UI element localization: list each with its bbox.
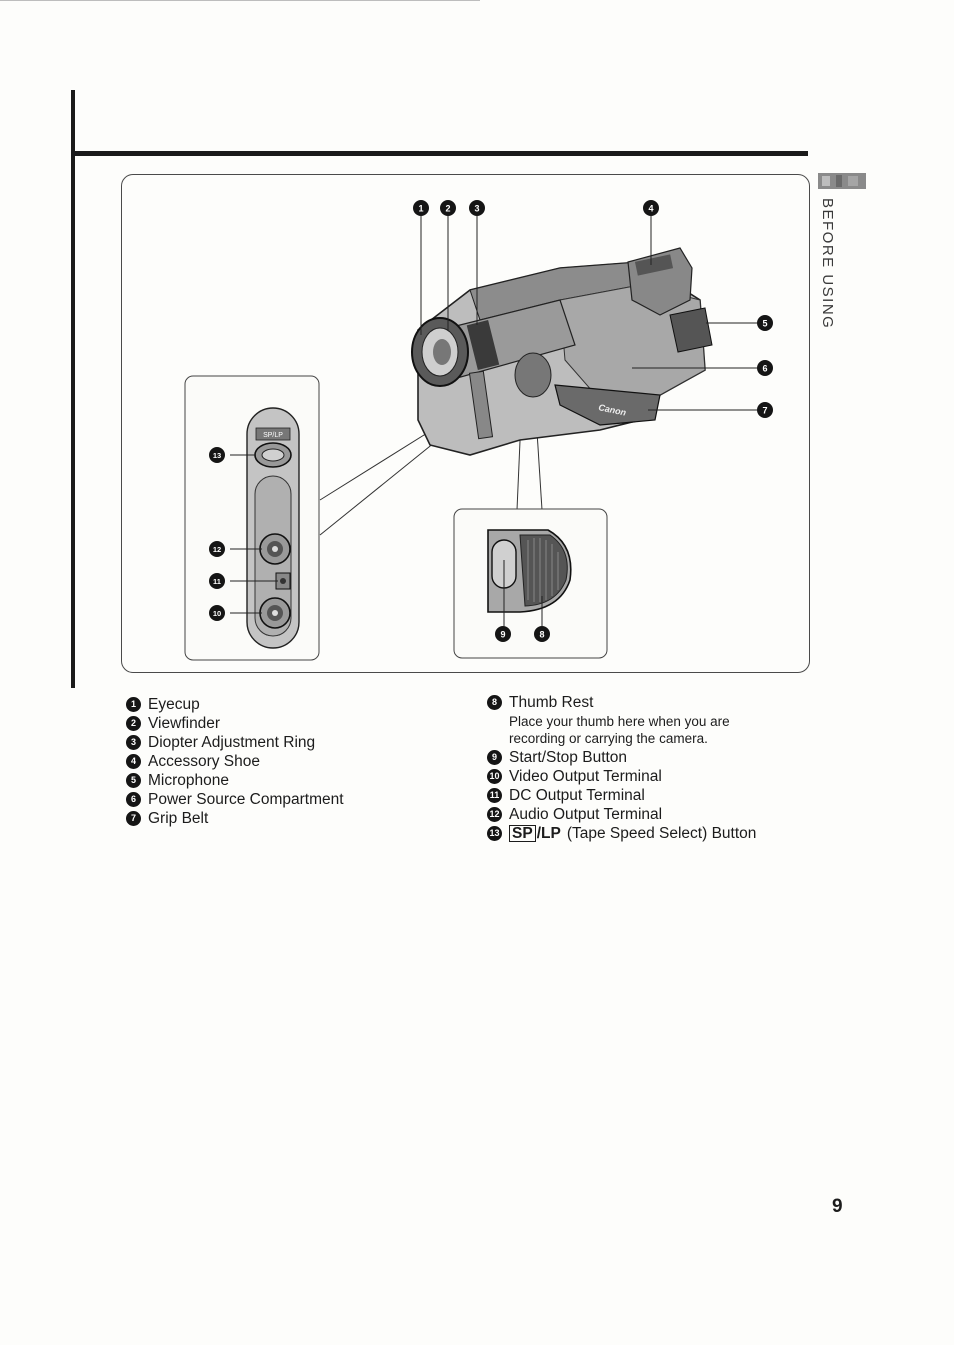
svg-text:1: 1	[418, 204, 423, 214]
diagram-frame	[121, 174, 810, 673]
legend-item-eyecup: 1 Eyecup	[126, 695, 200, 714]
svg-text:12: 12	[213, 545, 221, 554]
marker-7: 7	[757, 402, 773, 418]
marker-9: 9	[495, 626, 511, 642]
legend-label: Viewfinder	[148, 715, 221, 732]
svg-text:13: 13	[213, 451, 221, 460]
legend-item-tape-speed-select: 13 SP /LP (Tape Speed Select) Button	[487, 824, 756, 843]
marker-2: 2	[440, 200, 456, 216]
lp-label: /LP	[536, 825, 561, 842]
legend-item-dc-output: 11 DC Output Terminal	[487, 786, 645, 805]
marker-13: 13	[209, 447, 225, 463]
marker-4: 4	[643, 200, 659, 216]
jack-panel-inset: SP/LP	[184, 375, 320, 661]
svg-text:3: 3	[474, 204, 479, 214]
legend-number: 1	[126, 697, 141, 712]
svg-text:8: 8	[539, 630, 544, 640]
legend-label: Audio Output Terminal	[509, 806, 663, 823]
header-rule	[75, 151, 808, 156]
legend-number: 2	[126, 716, 141, 731]
marker-11: 11	[209, 573, 225, 589]
legend-number: 3	[126, 735, 141, 750]
legend-item-audio-output: 12 Audio Output Terminal	[487, 805, 662, 824]
legend-number: 5	[126, 773, 141, 788]
svg-text:11: 11	[213, 577, 221, 586]
legend-label: Microphone	[148, 772, 229, 789]
svg-text:9: 9	[500, 630, 505, 640]
legend-number: 11	[487, 788, 502, 803]
legend-label: Grip Belt	[148, 810, 209, 827]
marker-3: 3	[469, 200, 485, 216]
marker-12: 12	[209, 541, 225, 557]
top-edge-rule	[0, 0, 480, 1]
left-margin-bar	[71, 90, 75, 688]
legend-label: (Tape Speed Select) Button	[566, 825, 757, 842]
svg-text:5: 5	[762, 319, 767, 329]
sp-label: SP	[509, 825, 536, 842]
camcorder-illustration: Canon	[411, 247, 713, 456]
legend-number: 8	[487, 695, 502, 710]
section-tab-marker	[818, 173, 866, 189]
marker-10: 10	[209, 605, 225, 621]
section-tab-label: BEFORE USING	[819, 198, 836, 330]
legend-label: Thumb Rest	[509, 694, 594, 711]
svg-text:10: 10	[213, 609, 221, 618]
thumb-rest-note: Place your thumb here when you are recor…	[509, 714, 730, 746]
svg-text:6: 6	[762, 364, 767, 374]
legend-number: 6	[126, 792, 141, 807]
legend-number: 4	[126, 754, 141, 769]
svg-text:2: 2	[445, 204, 450, 214]
marker-5: 5	[757, 315, 773, 331]
jack-panel-label: SP/LP	[263, 432, 283, 439]
marker-1: 1	[413, 200, 429, 216]
legend-item-thumb-rest: 8 Thumb Rest	[487, 693, 593, 712]
legend-number: 10	[487, 769, 502, 784]
legend-label: Start/Stop Button	[509, 749, 628, 766]
legend-item-microphone: 5 Microphone	[126, 771, 229, 790]
legend-number: 9	[487, 750, 502, 765]
legend-label: Video Output Terminal	[509, 768, 662, 785]
legend-number: 7	[126, 811, 141, 826]
legend-number: 12	[487, 807, 502, 822]
legend-item-grip-belt: 7 Grip Belt	[126, 809, 208, 828]
legend-item-accessory-shoe: 4 Accessory Shoe	[126, 752, 260, 771]
svg-text:7: 7	[762, 406, 767, 416]
legend-label: DC Output Terminal	[509, 787, 645, 804]
legend-item-viewfinder: 2 Viewfinder	[126, 714, 220, 733]
legend-label: Accessory Shoe	[148, 753, 260, 770]
thumb-rest-inset	[453, 508, 608, 659]
legend-label: Eyecup	[148, 696, 200, 713]
marker-8: 8	[534, 626, 550, 642]
legend-item-start-stop: 9 Start/Stop Button	[487, 748, 627, 767]
marker-6: 6	[757, 360, 773, 376]
legend-label: Diopter Adjustment Ring	[148, 734, 316, 751]
legend-item-video-output: 10 Video Output Terminal	[487, 767, 662, 786]
page-number: 9	[832, 1196, 843, 1217]
legend-item-power-source: 6 Power Source Compartment	[126, 790, 344, 809]
legend-item-diopter-ring: 3 Diopter Adjustment Ring	[126, 733, 315, 752]
legend-label: Power Source Compartment	[148, 791, 344, 808]
svg-text:4: 4	[648, 204, 653, 214]
camcorder-diagram: Canon SP/LP	[184, 200, 773, 661]
legend-number: 13	[487, 826, 502, 841]
